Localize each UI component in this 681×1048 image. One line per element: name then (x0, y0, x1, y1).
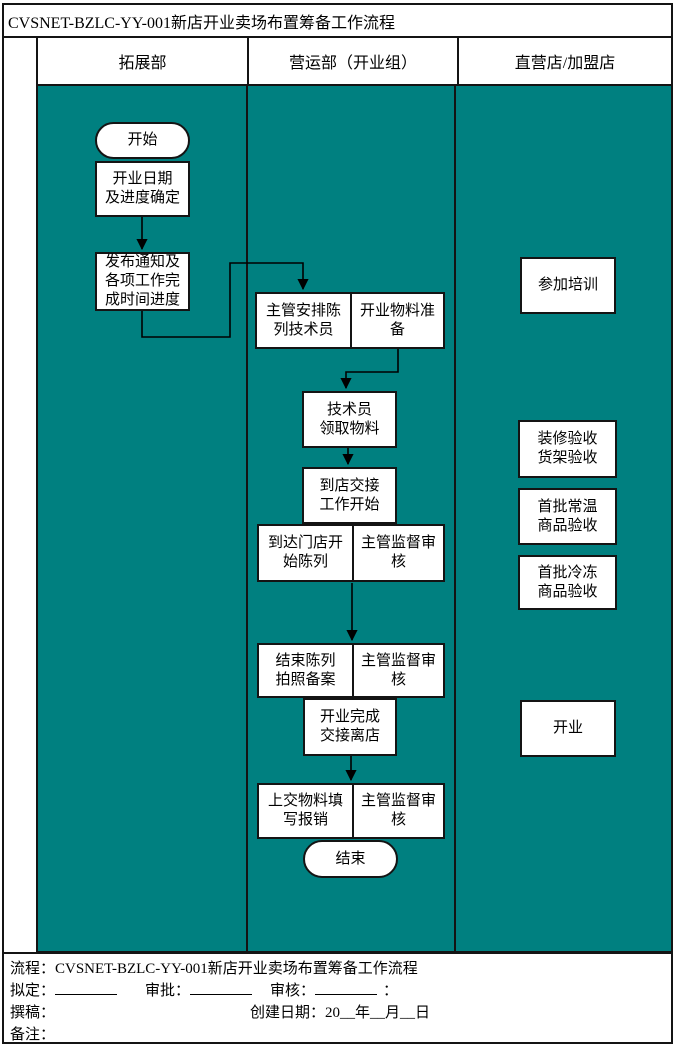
footer-process-line: 流程：CVSNET-BZLC-YY-001新店开业卖场布置筹备工作流程 (10, 961, 418, 977)
footer-review-blank (315, 981, 378, 995)
flow-node-material-prep: 开业物料准 备 (359, 302, 435, 338)
flow-node-notice: 发布通知及 各项工作完 成时间进度 (95, 252, 190, 311)
footer-create-date: 创建日期：20__年__月__日 (250, 1005, 431, 1021)
footer-info-box: 流程：CVSNET-BZLC-YY-001新店开业卖场布置筹备工作流程 拟定： 审… (2, 952, 673, 1044)
flow-node-finish-display-group: 结束陈列 拍照备案 主管监督审 核 (257, 643, 445, 698)
flow-node-supervise-3: 主管监督审 核 (360, 793, 436, 828)
lane-header-expansion: 拓展部 (118, 55, 167, 72)
footer-approve-blank (190, 981, 253, 995)
flow-node-submit-material-group: 上交物料填 写报销 主管监督审 核 (257, 783, 445, 839)
footer-review-colon: ： (383, 983, 399, 999)
footer-draft-blank (55, 981, 118, 995)
flow-node-normal-goods-check: 首批常温 商品验收 (518, 488, 617, 545)
footer-review-label: 审核： (270, 983, 316, 999)
lane-divider-2 (454, 86, 456, 951)
footer-signoff-line: 拟定： 审批： 审核： ： (10, 979, 398, 1000)
flow-node-finish-display: 结束陈列 拍照备案 (259, 645, 354, 696)
footer-write-label: 撰稿： (10, 1005, 56, 1021)
flow-node-supervise-1: 主管监督审 核 (360, 535, 436, 570)
lane-header-operations: 营运部（开业组） (247, 38, 457, 84)
flow-node-arrange-tech: 主管安排陈 列技术员 (257, 294, 352, 347)
flow-node-frozen-goods-check: 首批冷冻 商品验收 (518, 555, 617, 610)
flow-node-arrive-display-group: 到达门店开 始陈列 主管监督审 核 (257, 524, 445, 582)
flow-node-handover-start: 到店交接 工作开始 (302, 467, 397, 524)
flow-node-supervise-2: 主管监督审 核 (360, 652, 436, 688)
flow-node-submit-material: 上交物料填 写报销 (259, 785, 354, 837)
footer-draft-label: 拟定： (10, 983, 56, 999)
flow-node-start: 开始 (95, 122, 190, 159)
left-gutter-column (2, 36, 38, 954)
flow-node-arrange-prep-group: 主管安排陈 列技术员 开业物料准 备 (255, 292, 445, 349)
flow-node-opening: 开业 (520, 700, 616, 757)
swimlane-header-row: 拓展部 营运部（开业组） 直营店/加盟店 (36, 36, 673, 86)
flow-node-training: 参加培训 (520, 257, 616, 314)
flow-node-open-complete: 开业完成 交接离店 (303, 698, 397, 756)
flow-node-decoration-check: 装修验收 货架验收 (518, 420, 617, 478)
page-title: CVSNET-BZLC-YY-001新店开业卖场布置筹备工作流程 (2, 3, 673, 38)
flow-node-end: 结束 (303, 840, 398, 878)
flow-node-arrive-display: 到达门店开 始陈列 (259, 526, 354, 580)
footer-approve-label: 审批： (145, 983, 191, 999)
lane-header-stores: 直营店/加盟店 (457, 38, 671, 84)
flow-node-open-date: 开业日期 及进度确定 (95, 161, 190, 217)
lane-divider-1 (246, 86, 248, 951)
footer-remark-label: 备注： (10, 1027, 56, 1043)
flow-node-tech-receive: 技术员 领取物料 (302, 391, 397, 448)
